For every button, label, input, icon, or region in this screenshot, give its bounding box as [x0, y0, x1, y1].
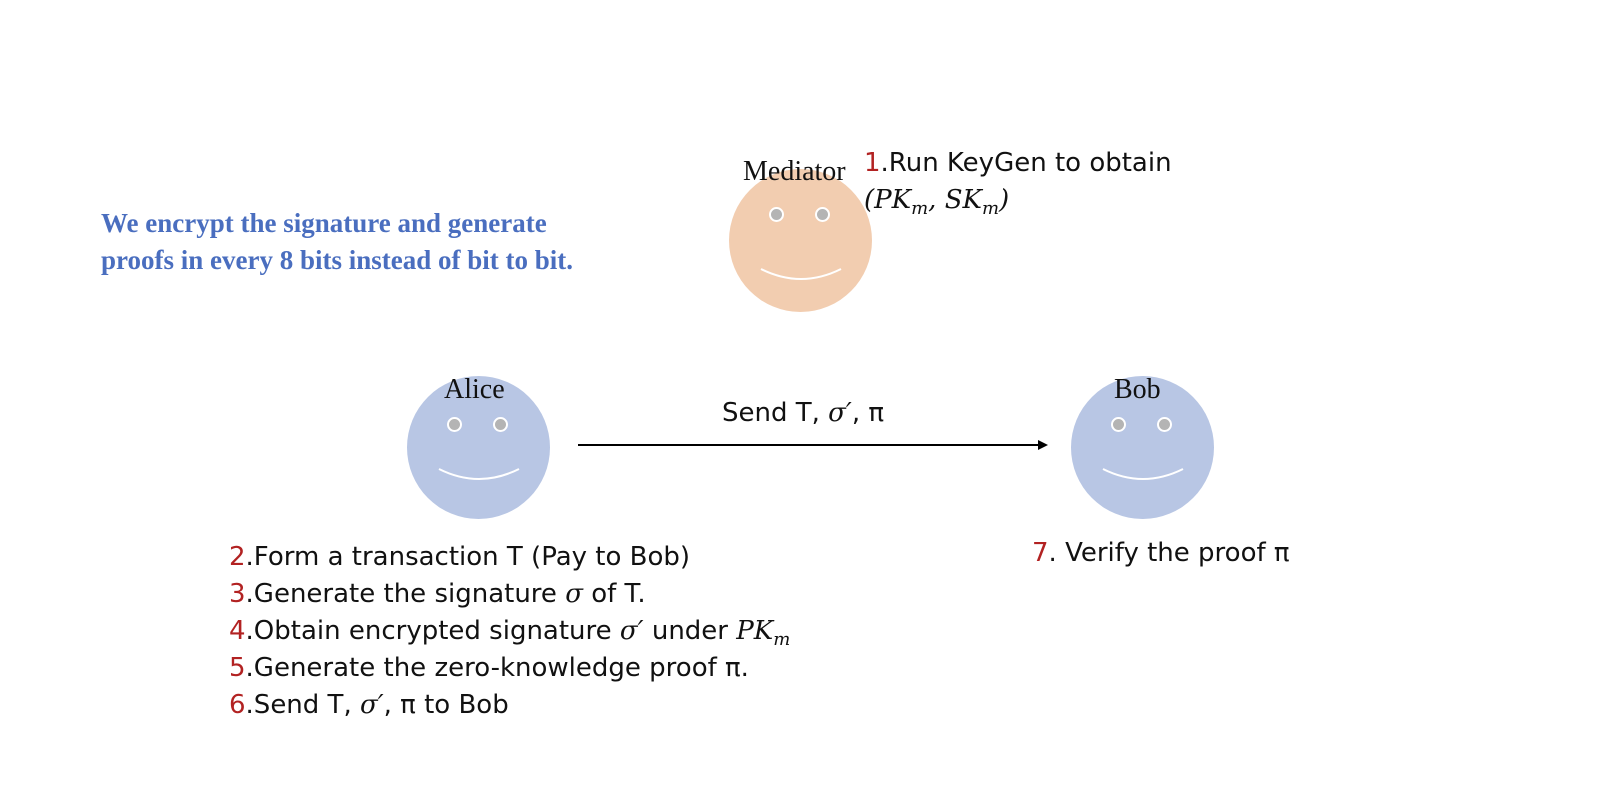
alice-smile — [438, 468, 520, 480]
step-number: 1 — [864, 148, 881, 178]
sigma-prime-symbol: σ′ — [359, 690, 384, 720]
public-key-math: PKm — [736, 616, 791, 651]
step-text: of T. — [582, 579, 646, 609]
key-pair-formula: (PKm, SKm) — [864, 182, 1009, 227]
mediator-face — [729, 169, 872, 312]
alice-step-6: 6.Send T, σ′, π to Bob — [229, 687, 509, 724]
explanation-note: We encrypt the signature and generate pr… — [101, 205, 573, 279]
step-text: under — [643, 616, 737, 646]
step-number: 5 — [229, 653, 246, 683]
step-number: 2 — [229, 542, 246, 572]
bob-left-eye — [1111, 417, 1126, 432]
alice-step-4: 4.Obtain encrypted signature σ′ under PK… — [229, 613, 790, 658]
bob-name: Bob — [1114, 374, 1161, 405]
mediator-left-eye — [769, 207, 784, 222]
message-suffix: , π — [851, 398, 885, 428]
mediator-name: Mediator — [743, 156, 846, 187]
alice-left-eye — [447, 417, 462, 432]
bob-smile — [1102, 468, 1184, 480]
alice-step-2: 2.Form a transaction T (Pay to Bob) — [229, 539, 690, 576]
step-text: . Verify the proof π — [1048, 538, 1290, 568]
send-arrow — [578, 440, 1048, 450]
step-text: .Send T, — [245, 690, 360, 720]
alice-step-3: 3.Generate the signature σ of T. — [229, 576, 646, 613]
message-sigma: σ′ — [828, 398, 852, 428]
step-number: 7 — [1032, 538, 1049, 568]
step-text: .Run KeyGen to obtain — [880, 148, 1172, 178]
mediator-right-eye — [815, 207, 830, 222]
key-pair-math: (PKm, SKm) — [864, 185, 1010, 220]
step-number: 4 — [229, 616, 246, 646]
alice-face — [407, 376, 550, 519]
step-text: , π to Bob — [383, 690, 509, 720]
step-text: .Generate the signature — [245, 579, 566, 609]
sigma-prime-symbol: σ′ — [619, 616, 644, 646]
alice-step-5: 5.Generate the zero-knowledge proof π. — [229, 650, 749, 687]
step-number: 6 — [229, 690, 246, 720]
alice-name: Alice — [444, 374, 505, 405]
message-prefix: Send T, — [722, 398, 829, 428]
mediator-smile — [760, 268, 842, 280]
step-text: .Obtain encrypted signature — [245, 616, 620, 646]
step-text: .Form a transaction T (Pay to Bob) — [245, 542, 691, 572]
step-text: .Generate the zero-knowledge proof π. — [245, 653, 749, 683]
bob-face — [1071, 376, 1214, 519]
sigma-symbol: σ — [565, 579, 583, 609]
note-line-2: proofs in every 8 bits instead of bit to… — [101, 245, 574, 275]
alice-right-eye — [493, 417, 508, 432]
bob-step-7: 7. Verify the proof π — [1032, 535, 1290, 572]
message-label: Send T, σ′, π — [722, 398, 884, 428]
bob-right-eye — [1157, 417, 1172, 432]
step-number: 3 — [229, 579, 246, 609]
mediator-step-1: 1.Run KeyGen to obtain — [864, 145, 1172, 182]
note-line-1: We encrypt the signature and generate — [101, 208, 547, 238]
